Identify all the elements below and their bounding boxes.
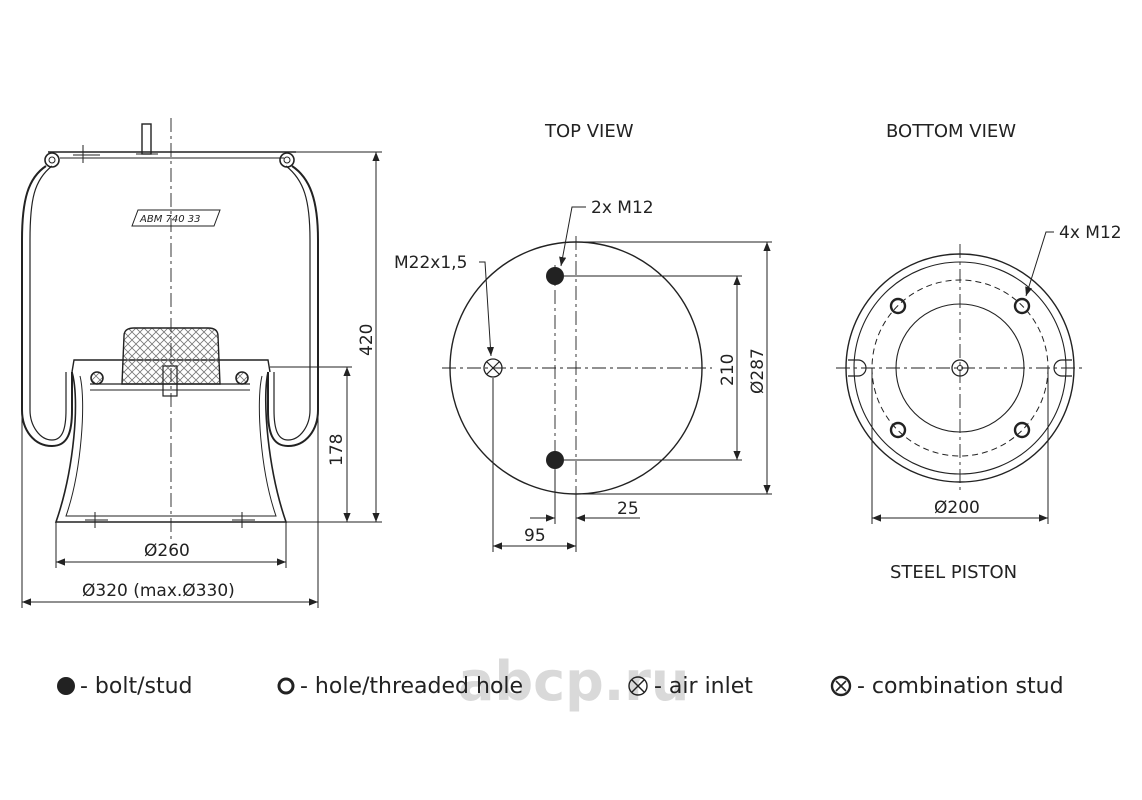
dim-top-diameter-label: Ø287: [748, 348, 768, 394]
legend-bolt-icon: [57, 677, 75, 695]
bolt-icon: [546, 451, 564, 469]
side-dimensions: [21, 151, 382, 608]
callout-holes: 4x M12: [1059, 223, 1122, 243]
top-view: [442, 206, 772, 552]
bellow-right: [267, 165, 319, 448]
hole-icon: [889, 421, 907, 439]
legend-bolt-label: - bolt/stud: [80, 674, 193, 699]
part-label: ABM 740 33: [139, 214, 201, 225]
dim-piston-label: 178: [327, 434, 347, 466]
bolt-icon: [546, 267, 564, 285]
bellow-left: [21, 165, 73, 448]
part-label-box: [131, 209, 221, 227]
steel-piston-caption: STEEL PISTON: [890, 562, 1017, 583]
dim-bottom-diameter-label: Ø200: [934, 498, 980, 518]
stud-icon: [141, 123, 152, 155]
legend-combination-label: - combination stud: [857, 674, 1064, 699]
dim-offset-small-label: 25: [617, 499, 639, 519]
hole-icon: [1013, 421, 1031, 439]
bead-left: [44, 152, 60, 168]
air-inlet-icon: [483, 358, 503, 378]
bottom-view-title: BOTTOM VIEW: [886, 121, 1016, 142]
legend-inlet-icon: [628, 676, 648, 696]
side-view: [21, 118, 319, 540]
combination-stud-icon: [951, 359, 969, 377]
legend-hole-icon: [277, 677, 295, 695]
bottom-view: [836, 231, 1084, 524]
legend-inlet-label: - air inlet: [654, 674, 753, 699]
dim-stud-spacing-label: 210: [718, 354, 738, 386]
watermark: abcp.ru: [458, 650, 689, 713]
hole-icon: [889, 297, 907, 315]
dim-base-label: Ø260: [144, 541, 190, 561]
legend-combination-icon: [830, 675, 852, 697]
top-view-title: TOP VIEW: [544, 121, 634, 142]
callout-studs: 2x M12: [591, 198, 654, 218]
legend-hole-label: - hole/threaded hole: [300, 674, 523, 699]
dim-height-label: 420: [357, 324, 377, 356]
legend: [57, 675, 852, 697]
center-stud: [162, 365, 178, 397]
dim-max-label: Ø320 (max.Ø330): [82, 581, 235, 601]
bead-right: [279, 152, 295, 168]
dim-offset-large-label: 95: [524, 526, 546, 546]
callout-inlet: M22x1,5: [394, 253, 467, 273]
hole-icon: [1013, 297, 1031, 315]
